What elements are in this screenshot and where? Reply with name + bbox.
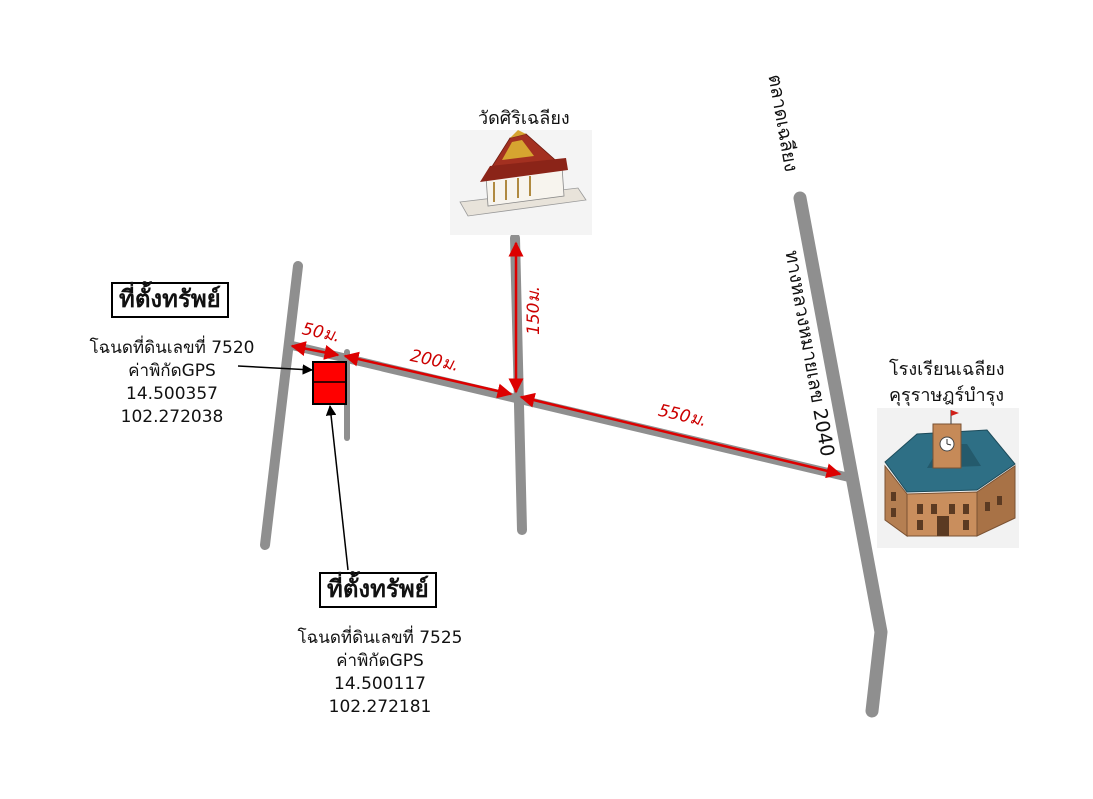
longitude-1: 102.272038 bbox=[120, 407, 224, 427]
pointer-arrows bbox=[237, 364, 349, 571]
road-highway-2040 bbox=[793, 191, 888, 718]
longitude-2: 102.272181 bbox=[328, 697, 432, 717]
pointer-arrow-7520 bbox=[237, 364, 314, 375]
distance-label-150m: 150ม. bbox=[524, 285, 544, 335]
property-title-1: ที่ตั้งทรัพย์ bbox=[111, 282, 229, 318]
deed-number-1: โฉนดที่ดินเลขที่ 7520 bbox=[89, 338, 255, 358]
school-label-line1: โรงเรียนเฉลียง bbox=[889, 359, 1005, 380]
temple-image bbox=[450, 130, 592, 235]
road-main-diagonal bbox=[285, 340, 852, 482]
distance-arrows bbox=[290, 241, 842, 479]
latitude-2: 14.500117 bbox=[334, 674, 426, 694]
latitude-1: 14.500357 bbox=[126, 384, 218, 404]
temple-label: วัดศิริเฉลียง bbox=[478, 108, 570, 129]
pointer-arrow-7525 bbox=[325, 404, 349, 571]
property-info-2: โฉนดที่ดินเลขที่ 7525 ค่าพิกัดGPS 14.500… bbox=[292, 627, 468, 719]
road-left-vertical bbox=[260, 261, 303, 550]
gps-label-2: ค่าพิกัดGPS bbox=[336, 651, 424, 671]
property-info-1: โฉนดที่ดินเลขที่ 7520 ค่าพิกัดGPS 14.500… bbox=[84, 337, 260, 429]
gps-label-1: ค่าพิกัดGPS bbox=[128, 361, 216, 381]
school-image bbox=[877, 408, 1019, 548]
arrow-50m bbox=[290, 341, 340, 360]
school-label-line2: คุรุราษฎร์บำรุง bbox=[889, 385, 1005, 406]
arrow-550m bbox=[519, 392, 842, 479]
arrow-200m bbox=[343, 351, 513, 399]
deed-number-2: โฉนดที่ดินเลขที่ 7525 bbox=[297, 628, 463, 648]
property-plot bbox=[312, 361, 347, 405]
property-title-2: ที่ตั้งทรัพย์ bbox=[319, 572, 437, 608]
